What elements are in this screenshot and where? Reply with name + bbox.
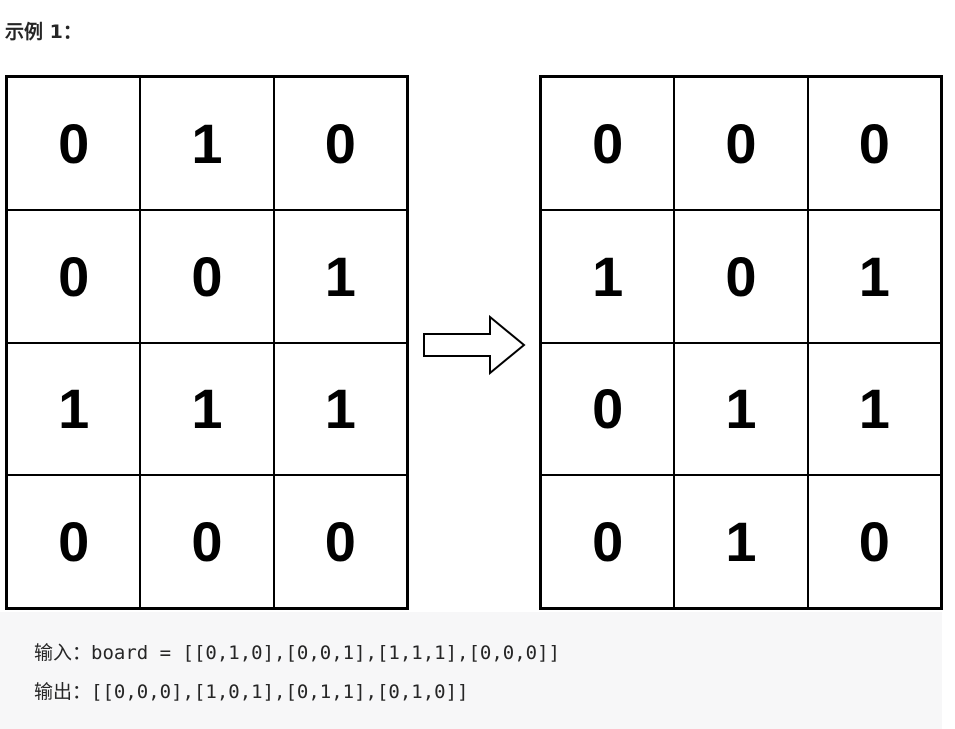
example-code-block: 输入：board = [[0,1,0],[0,0,1],[1,1,1],[0,0… xyxy=(0,612,942,729)
output-cell: 0 xyxy=(541,475,675,608)
input-cell: 0 xyxy=(7,209,141,343)
input-cell: 1 xyxy=(7,342,141,476)
input-cell: 0 xyxy=(273,475,407,608)
output-cell: 0 xyxy=(807,77,941,210)
output-cell: 0 xyxy=(674,77,808,210)
input-cell: 0 xyxy=(7,475,141,608)
input-cell: 1 xyxy=(273,342,407,476)
input-cell: 0 xyxy=(140,209,274,343)
input-cell: 0 xyxy=(140,475,274,608)
output-cell: 1 xyxy=(541,209,675,343)
input-cell: 1 xyxy=(140,77,274,210)
output-cell: 0 xyxy=(541,342,675,476)
output-cell: 0 xyxy=(674,209,808,343)
example-heading: 示例 1： xyxy=(5,21,82,43)
output-cell: 1 xyxy=(674,342,808,476)
output-cell: 0 xyxy=(807,475,941,608)
output-cell: 1 xyxy=(674,475,808,608)
input-cell: 0 xyxy=(273,77,407,210)
input-cell: 0 xyxy=(7,77,141,210)
input-cell: 1 xyxy=(273,209,407,343)
input-line: 输入：board = [[0,1,0],[0,0,1],[1,1,1],[0,0… xyxy=(34,642,560,664)
output-board-grid: 0 0 0 1 0 1 0 1 1 0 1 0 xyxy=(539,75,943,610)
right-arrow-icon xyxy=(423,314,526,376)
input-cell: 1 xyxy=(140,342,274,476)
output-cell: 1 xyxy=(807,342,941,476)
output-cell: 0 xyxy=(541,77,675,210)
input-board-grid: 0 1 0 0 0 1 1 1 1 0 0 0 xyxy=(5,75,409,610)
output-cell: 1 xyxy=(807,209,941,343)
output-line: 输出：[[0,0,0],[1,0,1],[0,1,1],[0,1,0]] xyxy=(34,681,469,703)
